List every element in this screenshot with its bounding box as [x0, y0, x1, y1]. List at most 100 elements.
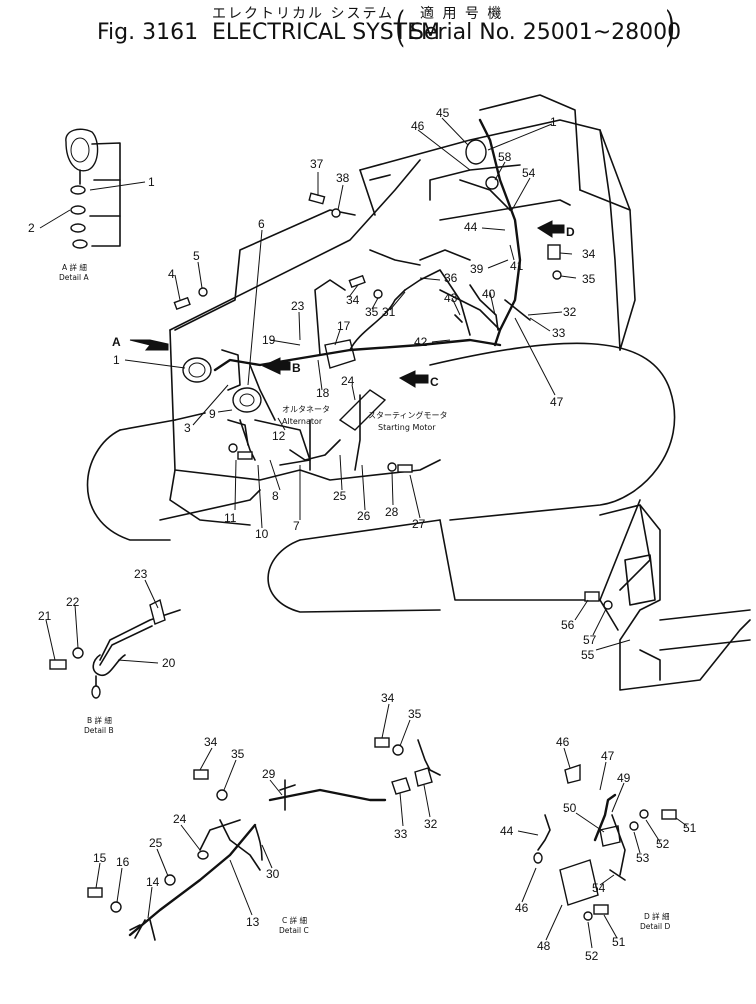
- callout-number: 19: [262, 333, 276, 347]
- callout-number: 14: [146, 875, 160, 889]
- diagram-title: ELECTRICAL SYSTEM: [212, 20, 440, 45]
- detail-d: [533, 764, 677, 921]
- detail-d-caption-en: Detail D: [640, 922, 670, 931]
- callout-number: 48: [537, 939, 551, 953]
- callout-number: 9: [209, 407, 216, 421]
- callout-number: 16: [116, 855, 130, 869]
- alternator-label-en: Alternator: [282, 417, 323, 426]
- callout-number: 7: [293, 519, 300, 533]
- callout-number: 41: [510, 259, 524, 273]
- callout-number: 12: [272, 429, 286, 443]
- callout-number: 46: [411, 119, 425, 133]
- callout-number: 24: [341, 374, 355, 388]
- view-letter-a: A: [112, 335, 121, 349]
- machine-outline: [86, 94, 676, 613]
- detail-b: [49, 598, 181, 699]
- callout-number: 40: [482, 287, 496, 301]
- component-labels: オルタネータ Alternator スターティングモータ Starting Mo…: [282, 405, 448, 432]
- callout-number: 24: [173, 812, 187, 826]
- callout-number: 2: [28, 221, 35, 235]
- starting-motor-label-jp: スターティングモータ: [368, 410, 448, 420]
- callout-number: 50: [563, 801, 577, 815]
- callout-number: 28: [385, 505, 399, 519]
- callout-number: 33: [552, 326, 566, 340]
- view-letter-c: C: [430, 375, 439, 389]
- callout-number: 46: [556, 735, 570, 749]
- callout-number: 23: [134, 567, 148, 581]
- callout-number: 53: [636, 851, 650, 865]
- figure-number: Fig. 3161: [97, 20, 199, 45]
- callout-number: 36: [444, 271, 458, 285]
- detail-a-lamp: [65, 128, 121, 249]
- view-letter-b: B: [292, 361, 301, 375]
- callout-number: 4: [168, 267, 175, 281]
- callout-number: 1: [113, 353, 120, 367]
- callout-number: 10: [255, 527, 269, 541]
- callout-number: 6: [258, 217, 265, 231]
- rear-frame-fragment: [599, 504, 751, 691]
- callout-number: 34: [346, 293, 360, 307]
- callout-number: 29: [262, 767, 276, 781]
- callout-number: 1: [148, 175, 155, 189]
- callout-number: 13: [246, 915, 260, 929]
- callout-number: 56: [561, 618, 575, 632]
- callout-number: 23: [291, 299, 305, 313]
- callout-number: 1: [550, 115, 557, 129]
- callout-number: 26: [357, 509, 371, 523]
- callout-number: 11: [224, 511, 237, 525]
- callout-number: 54: [522, 166, 536, 180]
- callout-number: 57: [583, 633, 597, 647]
- japanese-title: エレクトリカル システム: [212, 6, 395, 22]
- callout-number: 55: [581, 648, 595, 662]
- alternator-label-jp: オルタネータ: [282, 405, 330, 414]
- callout-number: 30: [266, 867, 280, 881]
- callout-number: 20: [162, 656, 176, 670]
- callout-number: 15: [93, 851, 107, 865]
- starting-motor-label-en: Starting Motor: [378, 423, 436, 432]
- callout-number: 18: [316, 386, 330, 400]
- callout-number: 32: [424, 817, 438, 831]
- callout-number: 43: [444, 291, 458, 305]
- callout-number: 51: [612, 935, 626, 949]
- callout-number: 46: [515, 901, 529, 915]
- callout-number: 52: [585, 949, 599, 963]
- view-letters: A B C D: [112, 225, 575, 389]
- callout-number: 44: [464, 220, 478, 234]
- callout-number: 58: [498, 150, 512, 164]
- detail-captions: A 詳 細 Detail A B 詳 細 Detail B C 詳 細 Deta…: [59, 262, 670, 935]
- detail-a-caption-en: Detail A: [59, 273, 89, 282]
- callout-numbers: 1 2 4 5 1 6 3 9 23 19 17 18 24 12 8 7 11…: [28, 106, 697, 963]
- wiring-harness-main: [129, 118, 565, 473]
- callout-number: 45: [436, 106, 450, 120]
- callout-number: 44: [500, 824, 514, 838]
- callout-number: 35: [408, 707, 422, 721]
- callout-number: 31: [382, 305, 396, 319]
- detail-d-caption-jp: D 詳 細: [644, 911, 670, 921]
- callout-number: 39: [470, 262, 484, 276]
- callout-number: 35: [582, 272, 596, 286]
- leader-lines: [39, 117, 688, 949]
- detail-c-caption-en: Detail C: [279, 926, 309, 935]
- callout-number: 25: [333, 489, 347, 503]
- callout-number: 3: [184, 421, 191, 435]
- detail-c: [87, 737, 441, 941]
- left-bracket: (: [395, 2, 406, 51]
- callout-number: 34: [582, 247, 596, 261]
- detail-b-caption-jp: B 詳 細: [87, 715, 112, 725]
- callout-number: 8: [272, 489, 279, 503]
- callout-number: 22: [66, 595, 80, 609]
- callout-number: 52: [656, 837, 670, 851]
- detail-c-caption-jp: C 詳 細: [282, 915, 307, 925]
- callout-number: 38: [336, 171, 350, 185]
- detail-a-caption-jp: A 詳 細: [62, 262, 87, 272]
- view-letter-d: D: [566, 225, 575, 239]
- callout-number: 5: [193, 249, 200, 263]
- callout-number: 35: [365, 305, 379, 319]
- serial-range: Serial No. 25001~28000: [410, 20, 682, 45]
- callout-number: 49: [617, 771, 631, 785]
- callout-number: 32: [563, 305, 577, 319]
- right-bracket: ): [665, 2, 676, 51]
- callout-number: 34: [381, 691, 395, 705]
